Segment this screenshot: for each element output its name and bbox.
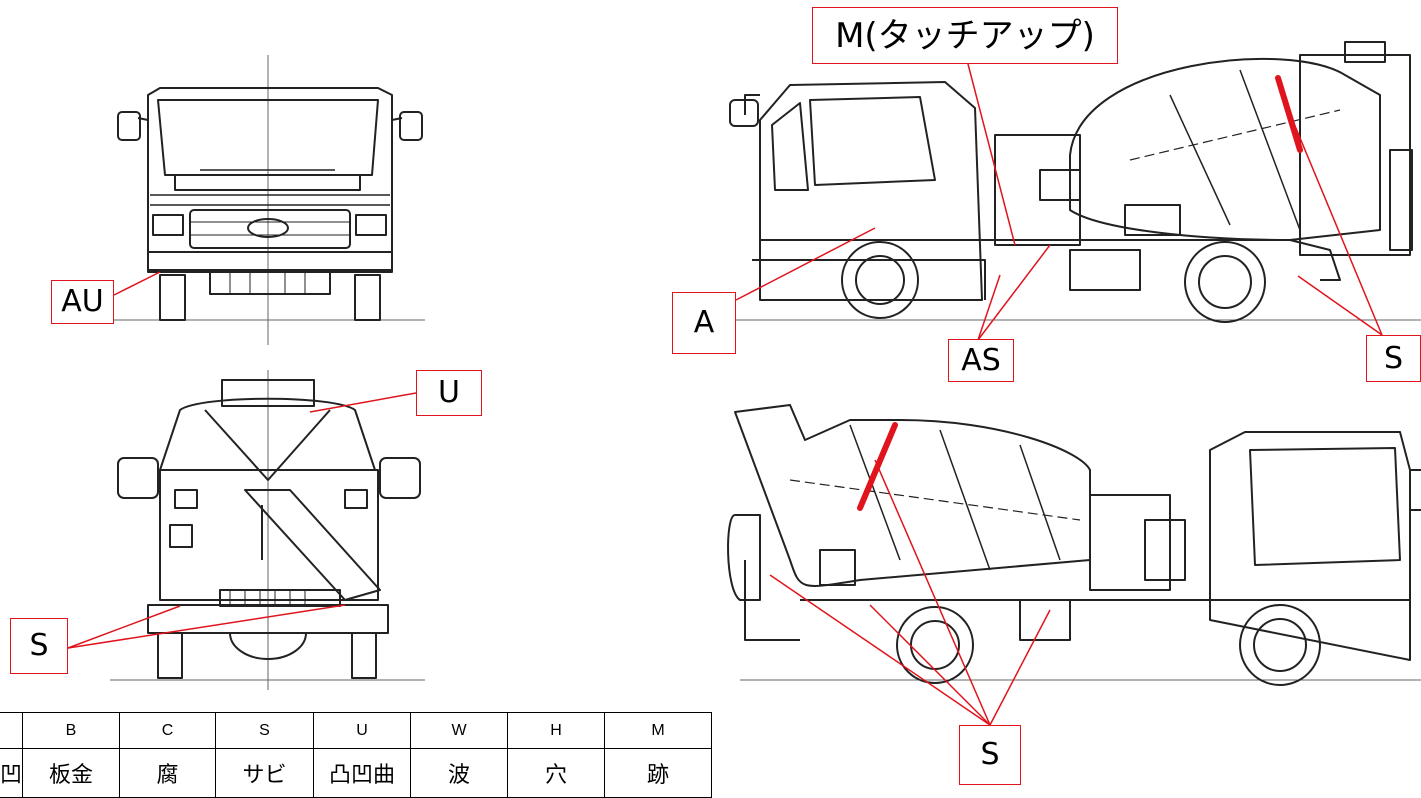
callout-lines: [67, 63, 1383, 726]
legend-code: U: [313, 712, 412, 749]
callout-a: A: [672, 292, 736, 354]
damage-code-legend: B C S U W H M 凹 板金 腐 サビ 凸凹曲 波 穴 跡: [0, 712, 713, 798]
legend-code: H: [507, 712, 606, 749]
callout-s-bottom: S: [959, 725, 1021, 785]
legend-meaning: サビ: [215, 748, 315, 798]
callout-m-touchup: M(タッチアップ): [812, 7, 1118, 64]
legend-code: [0, 712, 24, 749]
legend-meaning-row: 凹 板金 腐 サビ 凸凹曲 波 穴 跡: [0, 748, 713, 798]
legend-meaning: 腐: [119, 748, 217, 798]
legend-meaning: 凸凹曲: [313, 748, 412, 798]
legend-meaning: 波: [410, 748, 509, 798]
front-view: [110, 55, 425, 345]
rear-view: [110, 370, 425, 690]
callout-as: AS: [948, 339, 1014, 382]
side-view-right: [700, 41, 1421, 323]
callout-u: U: [416, 370, 482, 416]
legend-code: W: [410, 712, 509, 749]
legend-meaning: 凹: [0, 748, 24, 798]
legend-code-row: B C S U W H M: [0, 712, 713, 749]
legend-meaning: 跡: [604, 748, 713, 798]
legend-meaning: 板金: [22, 748, 121, 798]
legend-code: C: [119, 712, 217, 749]
side-view-left: [727, 404, 1421, 686]
highlight-marks: [857, 75, 1303, 511]
legend-code: M: [604, 712, 713, 749]
legend-code: S: [215, 712, 315, 749]
legend-code: B: [22, 712, 121, 749]
callout-au: AU: [51, 280, 114, 324]
callout-s-right: S: [1366, 335, 1421, 382]
legend-meaning: 穴: [507, 748, 606, 798]
callout-s-rear: S: [10, 618, 68, 674]
